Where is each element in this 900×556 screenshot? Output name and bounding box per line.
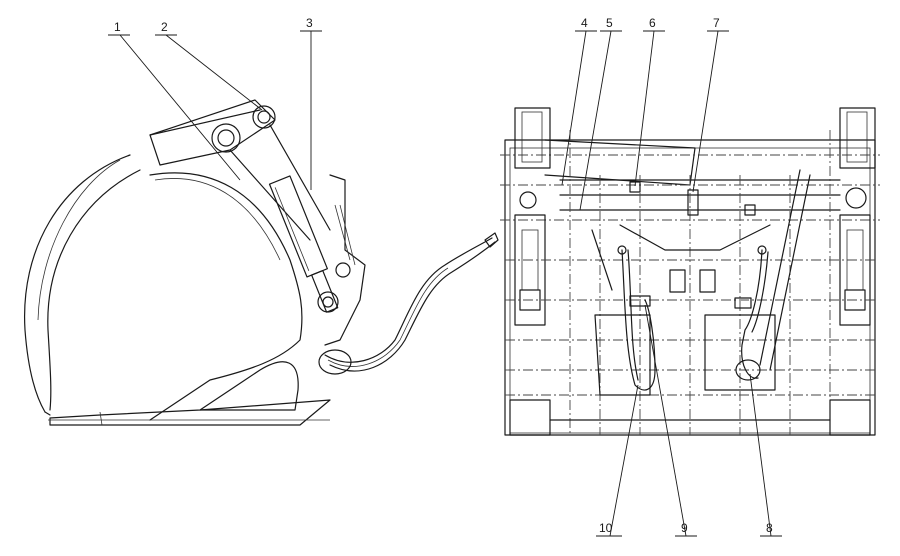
- callout-5: 5: [606, 16, 613, 30]
- link-arm: [149, 99, 276, 166]
- pivot-pin-top: [252, 105, 276, 129]
- frame-bracket: [324, 174, 366, 346]
- side-plate: [199, 361, 299, 411]
- callout-2: 2: [161, 20, 168, 34]
- callout-1: 1: [114, 20, 121, 34]
- hydraulic-hoses: [324, 237, 493, 363]
- front-hose-right: [741, 249, 763, 379]
- front-hose-left: [621, 249, 656, 391]
- callout-9: 9: [681, 521, 688, 535]
- left-post: [514, 107, 551, 169]
- pivot-pin-main: [211, 123, 241, 153]
- grapple-arm-inner: [47, 169, 141, 411]
- callout-8: 8: [766, 521, 773, 535]
- callout-7: 7: [713, 16, 720, 30]
- center-plate: [619, 224, 771, 251]
- callout-leaders: [108, 30, 782, 537]
- callout-10: 10: [599, 521, 613, 535]
- grapple-arm-outer: [23, 154, 131, 413]
- callout-4: 4: [581, 16, 588, 30]
- callout-numbers: 1 2 3 4 5 6 7 8 9 10: [114, 16, 773, 535]
- hydraulic-cylinder: [268, 175, 339, 313]
- callout-6: 6: [649, 16, 656, 30]
- bucket-bottom: [49, 399, 331, 426]
- side-view: [23, 99, 499, 426]
- bucket-body: [149, 172, 303, 421]
- callout-3: 3: [306, 16, 313, 30]
- right-post: [839, 107, 876, 169]
- front-view: [500, 107, 880, 436]
